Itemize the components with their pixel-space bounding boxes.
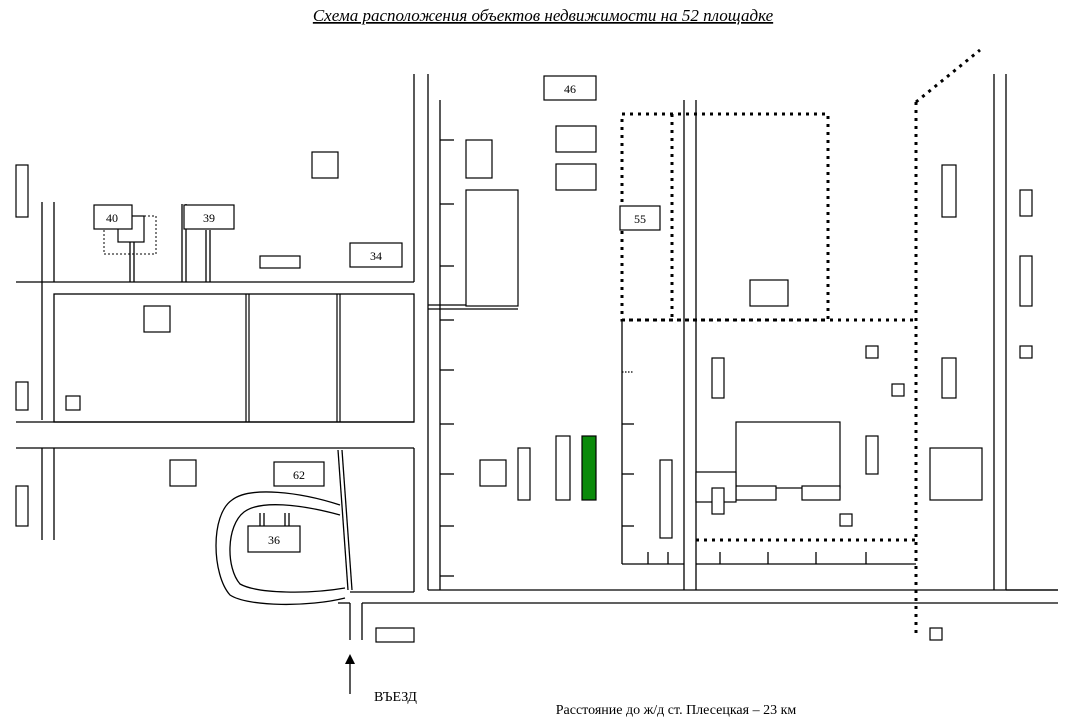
highlighted-building[interactable] (581, 435, 597, 501)
roads-and-borders (16, 74, 1058, 694)
plan-title: Схема расположения объектов недвижимости… (313, 6, 774, 25)
building-55-label: 55 (634, 212, 646, 226)
building-40-label: 40 (106, 211, 118, 225)
building-46-label: 46 (564, 82, 576, 96)
building-40[interactable]: 40 (93, 204, 133, 230)
building-39[interactable]: 39 (183, 204, 235, 230)
building-39-label: 39 (203, 211, 215, 225)
building-36[interactable]: 36 (247, 525, 301, 553)
building-62-label: 62 (293, 468, 305, 482)
buildings (15, 125, 1033, 643)
entrance-arrow-icon (345, 654, 355, 664)
building-46[interactable]: 46 (543, 75, 597, 101)
distance-note: Расстояние до ж/д ст. Плесецкая – 23 км (556, 703, 797, 718)
building-55[interactable]: 55 (619, 205, 661, 231)
entrance-label: ВЪЕЗД (374, 690, 417, 705)
building-62[interactable]: 62 (273, 461, 325, 487)
building-34[interactable]: 34 (349, 242, 403, 268)
building-34-label: 34 (370, 249, 382, 263)
dotted-boundaries (620, 48, 981, 634)
building-36-label: 36 (268, 533, 280, 547)
